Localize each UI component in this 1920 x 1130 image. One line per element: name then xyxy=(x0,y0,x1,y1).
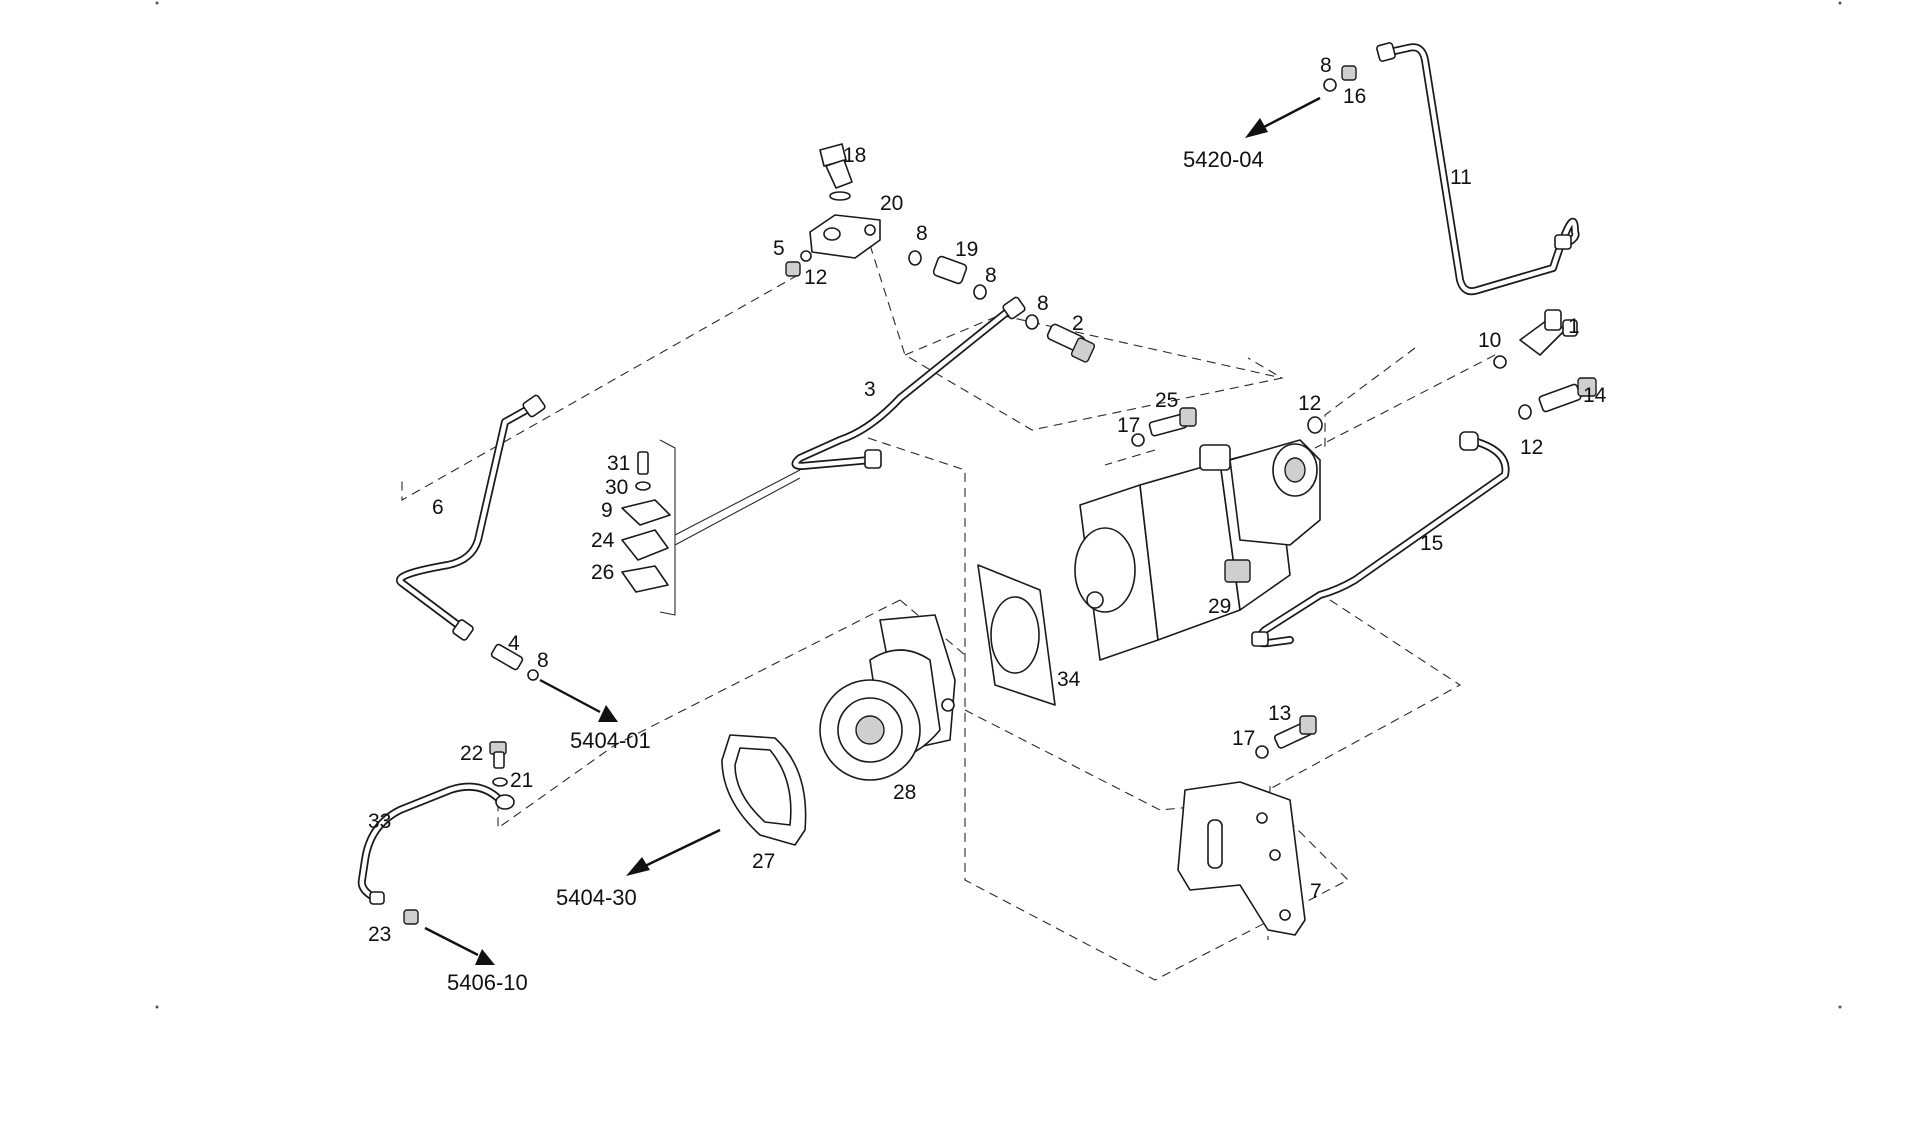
part-label-14: 14 xyxy=(1583,384,1607,407)
bolt-2 xyxy=(1046,323,1096,363)
part-label-15: 15 xyxy=(1420,532,1443,555)
part-label-30: 30 xyxy=(605,476,628,499)
part-label-29: 29 xyxy=(1208,595,1231,618)
part-label-9: 9 xyxy=(601,499,613,522)
bracket-7 xyxy=(1177,781,1306,936)
pipe-6 xyxy=(396,404,534,629)
part-label-8: 8 xyxy=(1037,292,1049,315)
part-label-31: 31 xyxy=(607,452,630,475)
part-label-12: 12 xyxy=(1298,392,1321,415)
nut-23 xyxy=(403,909,419,925)
hydraulic-pump-29 xyxy=(1074,439,1321,661)
part-labels: 8 16 11 18 20 5 12 8 19 8 8 2 10 1 14 12… xyxy=(368,54,1607,946)
washer-12-pump xyxy=(1307,416,1323,434)
part-label-8: 8 xyxy=(537,649,549,672)
part-label-5: 5 xyxy=(773,237,785,260)
part-label-8: 8 xyxy=(1320,54,1332,77)
part-label-13: 13 xyxy=(1268,702,1291,725)
part-label-18: 18 xyxy=(843,144,866,167)
gasket-34 xyxy=(977,564,1056,706)
fitting-16 xyxy=(1323,65,1357,92)
part-label-25: 25 xyxy=(1155,389,1178,412)
pipe-3 xyxy=(791,304,1016,470)
pipe-11 xyxy=(1386,43,1580,296)
gasket-27 xyxy=(721,734,807,846)
part-label-16: 16 xyxy=(1343,85,1366,108)
part-label-3: 3 xyxy=(864,378,876,401)
corner-marks xyxy=(155,1,1842,1009)
pto-housing-28 xyxy=(819,614,956,781)
arrow-5404-01 xyxy=(539,678,618,722)
part-label-8: 8 xyxy=(916,222,928,245)
banjo-fitting-20 xyxy=(809,214,881,259)
part-label-24: 24 xyxy=(591,529,615,552)
part-label-11: 11 xyxy=(1450,166,1472,189)
part-label-19: 19 xyxy=(955,238,978,261)
part-label-6: 6 xyxy=(432,496,444,519)
part-label-28: 28 xyxy=(893,781,916,804)
part-label-34: 34 xyxy=(1057,668,1081,691)
pipe-33 xyxy=(357,782,504,902)
arrow-5404-30 xyxy=(626,828,721,876)
reference-labels: 5420-04 5404-01 5404-30 5406-10 xyxy=(447,147,1264,995)
part-label-2: 2 xyxy=(1072,312,1084,335)
arrow-5420-04 xyxy=(1245,96,1321,138)
bolt-13 xyxy=(1255,715,1317,759)
part-label-17: 17 xyxy=(1117,414,1140,437)
part-label-21: 21 xyxy=(510,769,533,792)
banjo-bolt-18 xyxy=(819,143,853,201)
part-label-12: 12 xyxy=(804,266,827,289)
reference-5404-30: 5404-30 xyxy=(556,885,637,910)
reference-5404-01: 5404-01 xyxy=(570,728,651,753)
adapter-19 xyxy=(908,250,1039,330)
bolt-22 xyxy=(489,741,508,787)
part-label-8: 8 xyxy=(985,264,997,287)
part-label-1: 1 xyxy=(1568,315,1580,338)
part-label-27: 27 xyxy=(752,850,775,873)
pipe-end-fittings xyxy=(369,42,1572,905)
part-label-17: 17 xyxy=(1232,727,1255,750)
part-label-23: 23 xyxy=(368,923,391,946)
reference-5420-04: 5420-04 xyxy=(1183,147,1264,172)
bolt-25 xyxy=(1131,407,1197,447)
adapter-4 xyxy=(490,643,539,681)
nut-5-washer-12 xyxy=(785,250,812,277)
part-label-12: 12 xyxy=(1520,436,1543,459)
part-label-20: 20 xyxy=(880,192,903,215)
part-label-26: 26 xyxy=(591,561,614,584)
part-label-7: 7 xyxy=(1310,880,1322,903)
arrow-5406-10 xyxy=(424,926,495,965)
part-label-10: 10 xyxy=(1478,329,1501,352)
clamp-stack xyxy=(621,439,801,616)
part-label-22: 22 xyxy=(460,742,483,765)
part-label-4: 4 xyxy=(508,632,520,655)
bolt-14 xyxy=(1518,377,1597,420)
part-label-33: 33 xyxy=(368,810,391,833)
reference-5406-10: 5406-10 xyxy=(447,970,528,995)
tee-fitting-1 xyxy=(1493,309,1578,369)
